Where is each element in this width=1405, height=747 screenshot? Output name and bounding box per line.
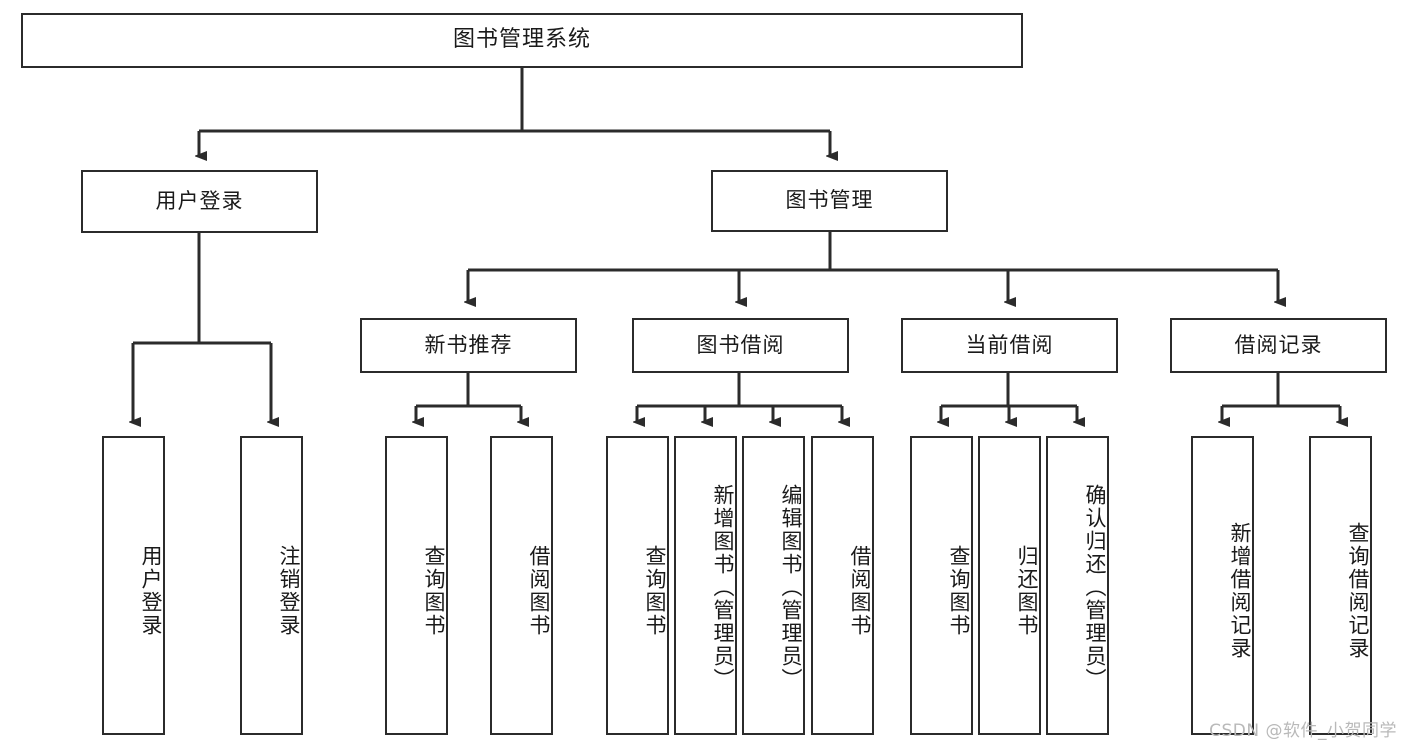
node-user-login[interactable]: 用户登录 xyxy=(81,170,318,233)
node-book-manage-label: 图书管理 xyxy=(785,188,874,213)
leaf-borrow-book-2-label: 借阅图书 xyxy=(848,544,872,637)
leaf-borrow-book-2[interactable]: 借阅图书 xyxy=(811,436,874,735)
leaf-confirm-return[interactable]: 确认归还（管理员） xyxy=(1046,436,1109,735)
node-book-manage[interactable]: 图书管理 xyxy=(711,170,948,232)
node-book-borrow[interactable]: 图书借阅 xyxy=(632,318,849,373)
leaf-user-logout[interactable]: 注销登录 xyxy=(240,436,303,735)
leaf-user-login-label: 用户登录 xyxy=(139,544,163,637)
leaf-confirm-return-label: 确认归还（管理员） xyxy=(1083,484,1107,691)
leaf-user-login[interactable]: 用户登录 xyxy=(102,436,165,735)
leaf-query-book-2[interactable]: 查询图书 xyxy=(606,436,669,735)
leaf-borrow-book-1[interactable]: 借阅图书 xyxy=(490,436,553,735)
leaf-query-book-3[interactable]: 查询图书 xyxy=(910,436,973,735)
watermark-text: CSDN @软件_小贺同学 xyxy=(1209,721,1397,741)
node-book-borrow-label: 图书借阅 xyxy=(696,332,785,357)
node-root-system[interactable]: 图书管理系统 xyxy=(21,13,1023,68)
node-borrow-record-label: 借阅记录 xyxy=(1234,332,1323,357)
leaf-add-book-label: 新增图书（管理员） xyxy=(711,484,735,691)
node-new-book-recommend[interactable]: 新书推荐 xyxy=(360,318,577,373)
leaf-edit-book-label: 编辑图书（管理员） xyxy=(779,484,803,691)
leaf-query-book-1[interactable]: 查询图书 xyxy=(385,436,448,735)
leaf-query-book-2-label: 查询图书 xyxy=(643,544,667,637)
node-current-borrow[interactable]: 当前借阅 xyxy=(901,318,1118,373)
leaf-add-record[interactable]: 新增借阅记录 xyxy=(1191,436,1254,735)
node-current-borrow-label: 当前借阅 xyxy=(965,332,1054,357)
leaf-edit-book[interactable]: 编辑图书（管理员） xyxy=(742,436,805,735)
leaf-query-record[interactable]: 查询借阅记录 xyxy=(1309,436,1372,735)
leaf-return-book-label: 归还图书 xyxy=(1015,544,1039,637)
leaf-add-book[interactable]: 新增图书（管理员） xyxy=(674,436,737,735)
leaf-query-record-label: 查询借阅记录 xyxy=(1346,521,1370,660)
node-borrow-record[interactable]: 借阅记录 xyxy=(1170,318,1387,373)
leaf-user-logout-label: 注销登录 xyxy=(277,544,301,637)
node-new-book-recommend-label: 新书推荐 xyxy=(424,332,513,357)
leaf-query-book-1-label: 查询图书 xyxy=(422,544,446,637)
node-root-label: 图书管理系统 xyxy=(452,27,591,53)
leaf-add-record-label: 新增借阅记录 xyxy=(1228,521,1252,660)
leaf-borrow-book-1-label: 借阅图书 xyxy=(527,544,551,637)
node-user-login-label: 用户登录 xyxy=(155,188,244,213)
leaf-return-book[interactable]: 归还图书 xyxy=(978,436,1041,735)
leaf-query-book-3-label: 查询图书 xyxy=(947,544,971,637)
